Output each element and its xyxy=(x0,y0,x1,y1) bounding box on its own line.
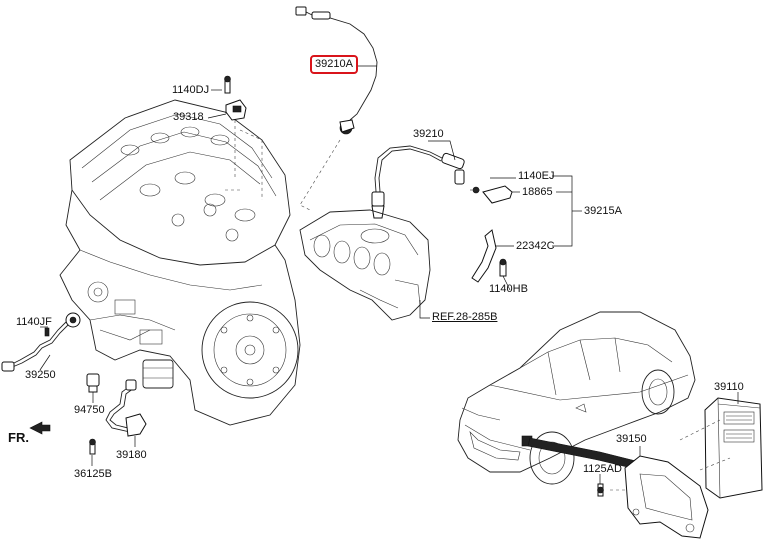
oxygen-sensor-rear-drawing xyxy=(371,140,465,219)
callout-94750: 94750 xyxy=(74,404,105,416)
callout-1140DJ: 1140DJ xyxy=(172,84,210,96)
callout-18865: 18865 xyxy=(522,186,553,198)
crank-sensor-drawing xyxy=(89,379,147,466)
ecu-module-drawing xyxy=(704,392,763,499)
front-arrow-icon xyxy=(29,421,51,435)
knock-sensor-drawing xyxy=(1,312,81,372)
front-direction-label: FR. xyxy=(8,430,29,445)
callout-39110: 39110 xyxy=(714,381,744,393)
cam-position-sensor-drawing xyxy=(207,75,247,121)
callout-39210: 39210 xyxy=(413,128,444,140)
sensor-bracket-drawing xyxy=(470,175,582,291)
callout-1140JF: 1140JF xyxy=(16,316,52,328)
callout-39150: 39150 xyxy=(616,433,647,445)
callout-39318: 39318 xyxy=(173,111,204,123)
callout-36125B: 36125B xyxy=(74,468,112,480)
callout-39210A: 39210A xyxy=(310,55,358,74)
reference-link[interactable]: REF.28-285B xyxy=(432,311,498,323)
callout-39215A: 39215A xyxy=(584,205,622,217)
oxygen-sensor-front-drawing xyxy=(295,6,378,211)
oil-pressure-switch-drawing xyxy=(86,373,100,403)
callout-1140HB: 1140HB xyxy=(489,283,528,295)
callout-1140EJ: 1140EJ xyxy=(518,170,555,182)
callout-1125AD: 1125AD xyxy=(583,463,622,475)
exhaust-manifold-drawing xyxy=(299,209,431,321)
car-drawing xyxy=(457,311,696,485)
callout-22342C: 22342C xyxy=(516,240,555,252)
ecu-bracket-drawing xyxy=(597,419,731,539)
callout-39180: 39180 xyxy=(116,449,147,461)
engine-block-drawing xyxy=(59,99,301,426)
callout-39250: 39250 xyxy=(25,369,56,381)
